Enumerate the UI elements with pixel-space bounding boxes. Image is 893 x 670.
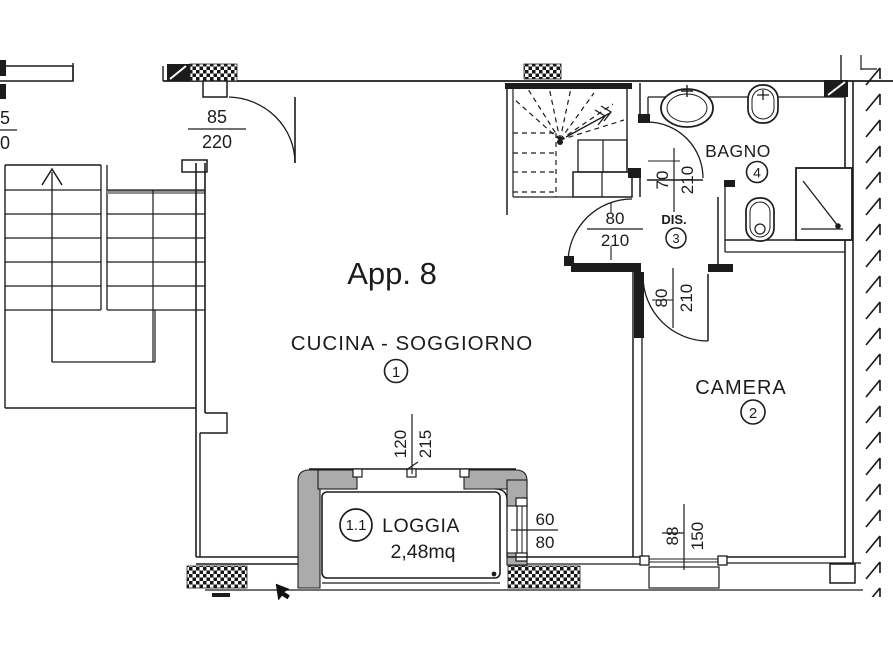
dim-camera-window: 88 150 xyxy=(663,522,707,550)
svg-text:60: 60 xyxy=(536,510,555,529)
svg-text:80: 80 xyxy=(652,289,671,308)
svg-text:220: 220 xyxy=(202,132,232,152)
svg-text:4: 4 xyxy=(753,165,761,181)
loggia-area: 2,48mq xyxy=(390,541,455,563)
dim-edge-partial: 5 0 xyxy=(0,108,10,153)
dim-bagno-door: 70 210 xyxy=(653,166,697,194)
svg-text:3: 3 xyxy=(672,231,679,246)
room-number-camera: 2 xyxy=(740,399,766,425)
entry-door xyxy=(181,80,296,173)
room-label-camera: CAMERA xyxy=(695,377,787,399)
toilet xyxy=(745,197,775,242)
room-label-cucina: CUCINA - SOGGIORNO xyxy=(291,332,533,355)
camera-door-swing-arc xyxy=(642,275,709,342)
svg-text:80: 80 xyxy=(536,533,555,552)
camera-south-wall xyxy=(639,555,861,589)
room-number-dis: 3 xyxy=(665,227,687,249)
dim-soggiorno-door: 80 210 xyxy=(601,209,629,250)
svg-text:85: 85 xyxy=(207,107,227,127)
svg-text:150: 150 xyxy=(688,522,707,550)
stair-up-arrow xyxy=(41,167,63,186)
room-label-bagno: BAGNO xyxy=(705,141,771,161)
soggiorno-door-swing-arc xyxy=(567,198,633,264)
svg-text:120: 120 xyxy=(391,430,410,458)
loggia-number: 1.1 xyxy=(346,517,367,534)
wall-section-blocks xyxy=(167,63,848,589)
facade-pillar xyxy=(829,563,856,584)
dim-loggia-side-window: 60 80 xyxy=(536,510,555,552)
sink xyxy=(660,85,714,128)
loggia-outline xyxy=(321,491,501,579)
svg-text:210: 210 xyxy=(677,284,696,312)
disimpegno-walls xyxy=(564,180,735,557)
bathroom-fixtures xyxy=(660,84,853,242)
winder-direction-arrow xyxy=(565,112,611,138)
loggia-labels: 1.1 LOGGIA 2,48mq xyxy=(339,508,460,563)
cucina-west-wall xyxy=(195,163,320,565)
dim-loggia-window: 120 215 xyxy=(391,430,435,458)
dim-camera-door: 80 210 xyxy=(652,284,696,312)
svg-text:215: 215 xyxy=(416,430,435,458)
winder-staircase xyxy=(505,83,633,215)
balcony-railing-hatch xyxy=(862,63,884,597)
svg-text:210: 210 xyxy=(678,166,697,194)
mouse-cursor xyxy=(275,583,290,601)
svg-text:210: 210 xyxy=(601,231,629,250)
svg-text:88: 88 xyxy=(663,527,682,546)
svg-text:1: 1 xyxy=(392,364,400,381)
apartment-title: App. 8 xyxy=(347,256,437,291)
shower xyxy=(795,167,853,241)
room-number-bagno: 4 xyxy=(745,160,769,184)
room-label-dis: DIS. xyxy=(661,212,686,227)
room-label-loggia: LOGGIA xyxy=(382,515,460,537)
entry-door-swing-arc xyxy=(228,96,296,164)
camera-window-sill xyxy=(648,566,720,589)
svg-text:5: 5 xyxy=(0,108,10,128)
svg-text:2: 2 xyxy=(749,405,757,422)
svg-text:0: 0 xyxy=(0,133,10,153)
bagno-door-swing-arc xyxy=(647,121,704,179)
svg-text:70: 70 xyxy=(653,171,672,190)
bidet xyxy=(747,84,779,124)
room-number-cucina: 1 xyxy=(383,358,409,384)
dimension-lines xyxy=(0,128,685,570)
dim-entry-door: 85 220 xyxy=(202,107,232,152)
outer-walls xyxy=(0,55,893,597)
condo-staircase xyxy=(4,164,205,409)
svg-text:80: 80 xyxy=(606,209,625,228)
